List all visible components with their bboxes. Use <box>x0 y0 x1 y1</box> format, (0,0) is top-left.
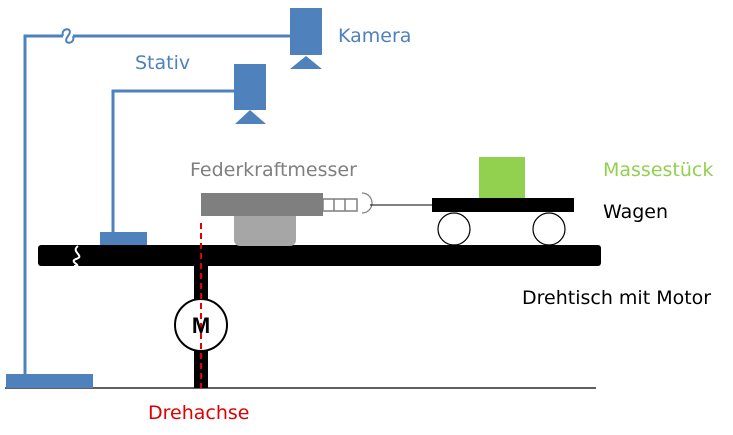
camera-lower-body <box>234 64 266 110</box>
outer-stand-cable-break <box>61 28 75 44</box>
turntable-plate <box>38 245 601 266</box>
camera-lower-lens <box>235 110 266 124</box>
inner-stand <box>100 89 234 246</box>
force-meter-body <box>201 193 323 216</box>
label-motor: M <box>192 313 210 338</box>
outer-stand-pole <box>23 34 63 374</box>
inner-stand-pole <box>111 89 234 232</box>
label-cart: Wagen <box>603 201 668 223</box>
cart <box>432 198 574 246</box>
label-camera: Kamera <box>338 25 411 47</box>
force-meter-spring <box>322 198 358 212</box>
force-meter <box>201 192 432 246</box>
camera-upper-body <box>290 8 322 55</box>
camera-lower <box>234 64 266 124</box>
outer-stand-base <box>6 374 93 388</box>
turntable-cable-break <box>72 245 81 267</box>
cart-body <box>432 198 574 212</box>
label-force-meter: Federkraftmesser <box>190 159 357 181</box>
force-meter-hook <box>361 192 373 214</box>
outer-stand <box>6 28 290 388</box>
camera-upper <box>290 8 322 69</box>
camera-upper-lens <box>290 56 322 69</box>
cart-wheel-left <box>437 212 471 246</box>
label-axis: Drehachse <box>148 402 249 424</box>
mass-block <box>479 157 525 198</box>
label-stand: Stativ <box>135 52 190 74</box>
label-mass: Massestück <box>603 159 713 181</box>
cart-wheel-right <box>532 212 566 246</box>
inner-stand-base <box>100 232 147 246</box>
label-turntable: Drehtisch mit Motor <box>522 287 711 309</box>
